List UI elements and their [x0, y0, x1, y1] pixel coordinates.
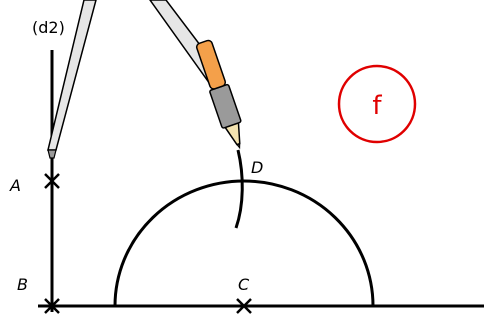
pencil-trace-arc [234, 149, 244, 229]
badge-label: f [372, 91, 382, 121]
line-label-d2: (d2) [32, 18, 65, 37]
pencil-icon [195, 39, 242, 150]
point-label-d: D [251, 158, 263, 177]
point-label-c: C [238, 275, 250, 294]
point-c-cross [236, 298, 252, 314]
semicircle-arc [113, 179, 375, 307]
compass-needle-leg [47, 0, 97, 176]
point-label-b: B [17, 275, 28, 294]
figure-badge: f [337, 64, 417, 144]
point-label-a: A [9, 176, 21, 195]
point-a-cross [44, 173, 60, 189]
point-b-cross [44, 298, 60, 314]
